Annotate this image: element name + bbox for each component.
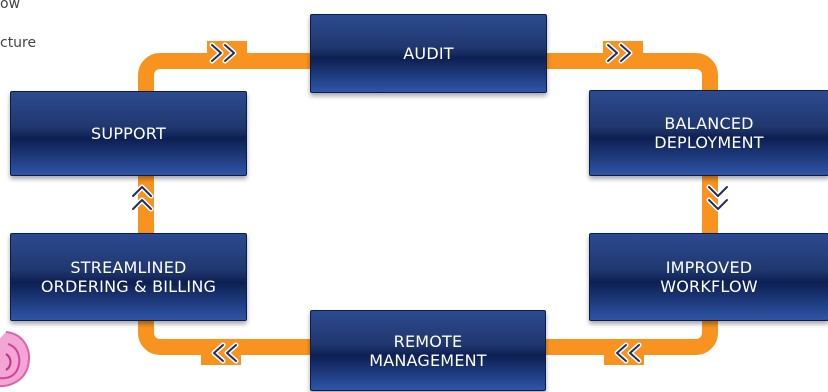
cropped-text-line-2: cture — [0, 35, 37, 51]
node-improved-workflow: IMPROVED WORKFLOW — [589, 233, 828, 321]
double-chevron-left-icon — [604, 341, 644, 365]
node-improved-workflow-label: IMPROVED WORKFLOW — [660, 258, 758, 296]
node-balanced-deployment-label: BALANCED DEPLOYMENT — [654, 114, 764, 152]
node-streamlined-ordering-billing: STREAMLINED ORDERING & BILLING — [10, 233, 247, 321]
double-chevron-right-icon — [207, 41, 247, 65]
node-audit: AUDIT — [310, 14, 547, 93]
node-remote-management: REMOTE MANAGEMENT — [310, 310, 546, 391]
node-streamlined-ordering-billing-label: STREAMLINED ORDERING & BILLING — [40, 258, 217, 296]
double-chevron-down-icon — [706, 183, 730, 223]
cropped-text-line-1: ow — [0, 0, 21, 12]
pink-flower-icon — [0, 331, 30, 387]
node-remote-management-label: REMOTE MANAGEMENT — [369, 331, 487, 370]
node-support: SUPPORT — [10, 91, 247, 176]
node-support-label: SUPPORT — [91, 124, 166, 143]
node-audit-label: AUDIT — [403, 44, 454, 63]
node-balanced-deployment: BALANCED DEPLOYMENT — [589, 90, 828, 176]
double-chevron-left-icon — [201, 341, 241, 365]
double-chevron-right-icon — [603, 41, 643, 65]
double-chevron-up-icon — [130, 183, 154, 223]
